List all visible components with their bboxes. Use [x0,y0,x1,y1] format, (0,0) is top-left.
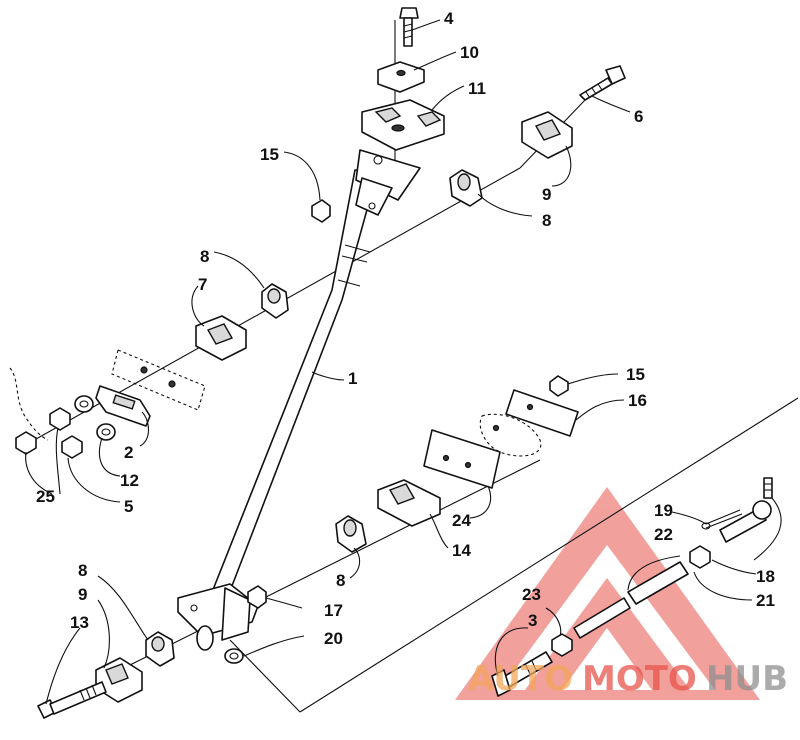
callout-22: 22 [654,525,673,544]
callout-16: 16 [628,391,647,410]
callout-11: 11 [468,79,486,98]
callout-17: 17 [324,601,343,620]
callout-21: 21 [756,591,775,610]
callout-23: 23 [522,585,541,604]
upper-clamp-group [361,7,445,151]
watermark-auto: AUTO [468,659,573,699]
callout-8-center: 8 [336,571,345,590]
callout-13: 13 [70,613,89,632]
center-clamp-group [335,375,579,553]
callout-18: 18 [756,567,775,586]
callout-labels: 1 2 3 4 5 6 7 8 9 10 11 12 13 14 15 16 1… [36,9,775,648]
callout-9-upper-right: 9 [542,185,551,204]
right-clamp-group [449,65,626,207]
watermark-hub: HUB [706,659,788,699]
callout-14: 14 [452,541,471,560]
callout-25: 25 [36,487,55,506]
callout-20: 20 [324,629,343,648]
callout-5: 5 [124,497,133,516]
callout-19: 19 [654,501,673,520]
callout-9-lower: 9 [78,585,87,604]
callout-3: 3 [528,611,537,630]
callout-8-upper-right: 8 [542,211,551,230]
callout-2: 2 [124,443,133,462]
leader-lines [25,19,782,705]
callout-1: 1 [348,369,357,388]
callout-4: 4 [444,9,454,28]
left-clamp-group [111,283,289,411]
callout-6: 6 [634,107,643,126]
watermark-text: AUTO MOTO HUB [468,659,788,699]
callout-8-left: 8 [200,247,209,266]
callout-12: 12 [120,471,139,490]
callout-15-right: 15 [626,365,645,384]
callout-7: 7 [198,275,207,294]
watermark-moto: MOTO [582,659,697,699]
lower-clamp-group [37,199,331,719]
tie-rod-group [491,477,773,697]
callout-8-lower: 8 [78,561,87,580]
callout-10: 10 [460,43,479,62]
steering-post [177,149,421,651]
left-bracket-group [9,367,151,459]
callout-24: 24 [452,511,471,530]
callout-15-upper: 15 [260,145,279,164]
